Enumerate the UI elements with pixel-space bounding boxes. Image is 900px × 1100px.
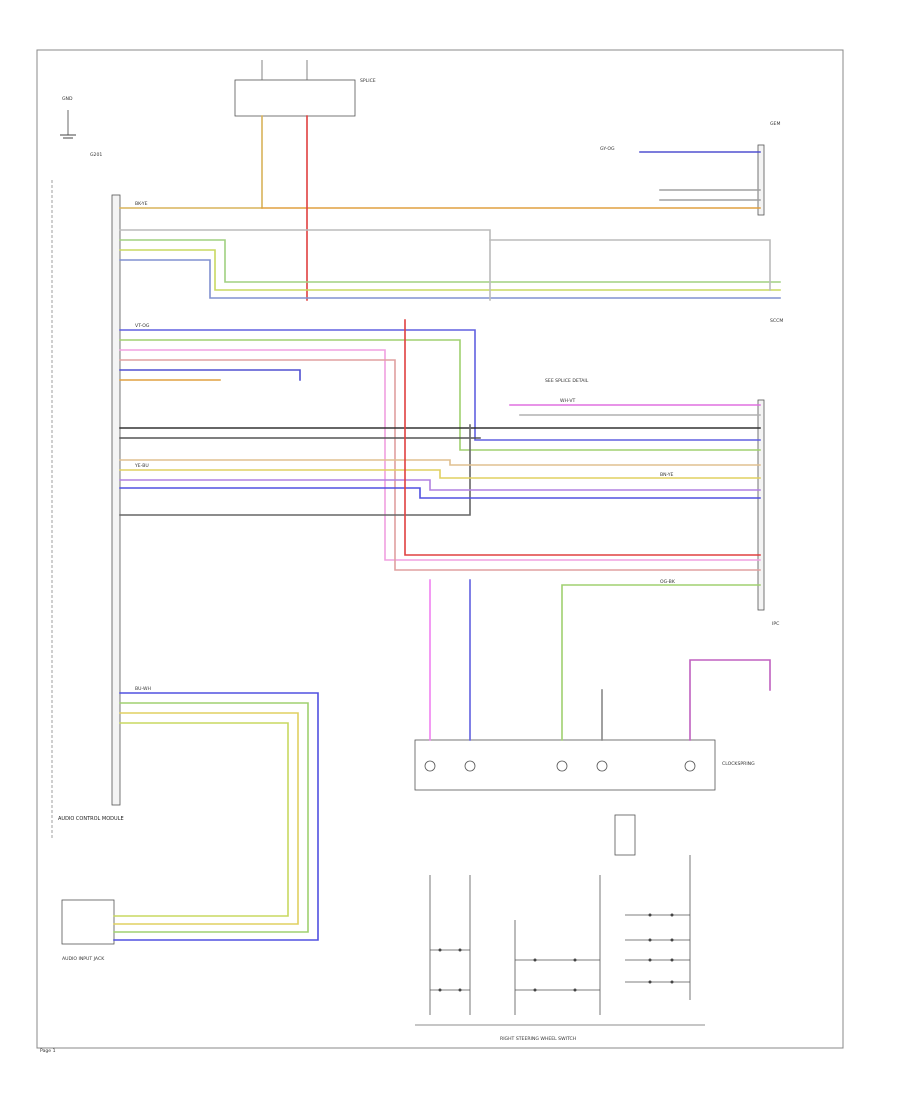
ipc-label: IPC xyxy=(772,621,779,627)
gem-connector xyxy=(757,144,765,216)
wire-note-3: YE-BU xyxy=(134,463,149,469)
top-splice-box xyxy=(234,79,356,117)
audio-module-connector xyxy=(111,194,121,806)
gem-label: GEM xyxy=(770,121,780,127)
wire-gray-bus xyxy=(119,229,491,301)
wire-blue-center xyxy=(119,487,761,499)
wire-note-7: BN-YE xyxy=(660,472,674,478)
wire-purple-center xyxy=(119,479,761,491)
splice-note: SEE SPLICE DETAIL xyxy=(545,378,589,384)
splice-top-label: SPLICE xyxy=(360,78,376,84)
wire-violet-down xyxy=(689,659,771,741)
wire-green-bus xyxy=(119,239,781,283)
wire-gray-bus-2 xyxy=(489,239,771,291)
wire-note-8: OG-BK xyxy=(660,579,676,585)
wire-green-down xyxy=(561,584,761,741)
wire-blue-short xyxy=(119,369,301,381)
switch-contacts xyxy=(429,855,691,1015)
ground-note: G201 xyxy=(90,152,102,158)
audio-input-label: AUDIO INPUT JACK xyxy=(62,956,105,962)
wire-green-mid xyxy=(119,339,761,451)
clockspring-pin-1 xyxy=(424,760,436,772)
wire-red-vertical xyxy=(404,319,761,556)
switch-terminals xyxy=(438,913,674,992)
clockspring-label: CLOCKSPRING xyxy=(722,761,755,767)
ipc-connector xyxy=(757,399,765,611)
audio-module-label: AUDIO CONTROL MODULE xyxy=(58,816,124,822)
wire-rose-mid xyxy=(119,359,761,571)
wire-blue-mid xyxy=(119,329,761,441)
resistor-block xyxy=(614,814,636,856)
wire-lime-jack xyxy=(113,722,289,917)
wire-note-1: BK-YE xyxy=(135,201,148,207)
right-switch-label: RIGHT STEERING WHEEL SWITCH xyxy=(500,1036,576,1042)
wire-yellow-jack xyxy=(113,712,299,925)
wire-tan-center xyxy=(119,459,761,466)
wire-note-5: GY-OG xyxy=(600,146,615,152)
clockspring-pin-4 xyxy=(596,760,608,772)
clockspring-pin-3 xyxy=(556,760,568,772)
page-mark: Page 1 xyxy=(40,1048,56,1054)
wire-blue-bus xyxy=(119,259,781,299)
clockspring-pin-2 xyxy=(464,760,476,772)
wire-pink-mid xyxy=(119,349,761,561)
wire-yellow-center xyxy=(119,469,761,479)
wire-yellow-power xyxy=(119,115,263,209)
wire-note-4: BU-WH xyxy=(135,686,151,692)
wire-blue-jack xyxy=(113,692,319,941)
sccm-label: SCCM xyxy=(770,318,783,324)
clockspring-box xyxy=(414,739,716,791)
wire-black-3 xyxy=(119,424,471,516)
wire-green-jack xyxy=(113,702,309,933)
ground-label: GND xyxy=(62,96,73,102)
wire-note-6: WH-VT xyxy=(560,398,576,404)
wire-note-2: VT-OG xyxy=(135,323,150,329)
clockspring-pin-5 xyxy=(684,760,696,772)
diagram-frame xyxy=(36,49,844,1049)
wire-yellowgreen-bus xyxy=(119,249,781,291)
audio-input-jack-box xyxy=(61,899,115,945)
